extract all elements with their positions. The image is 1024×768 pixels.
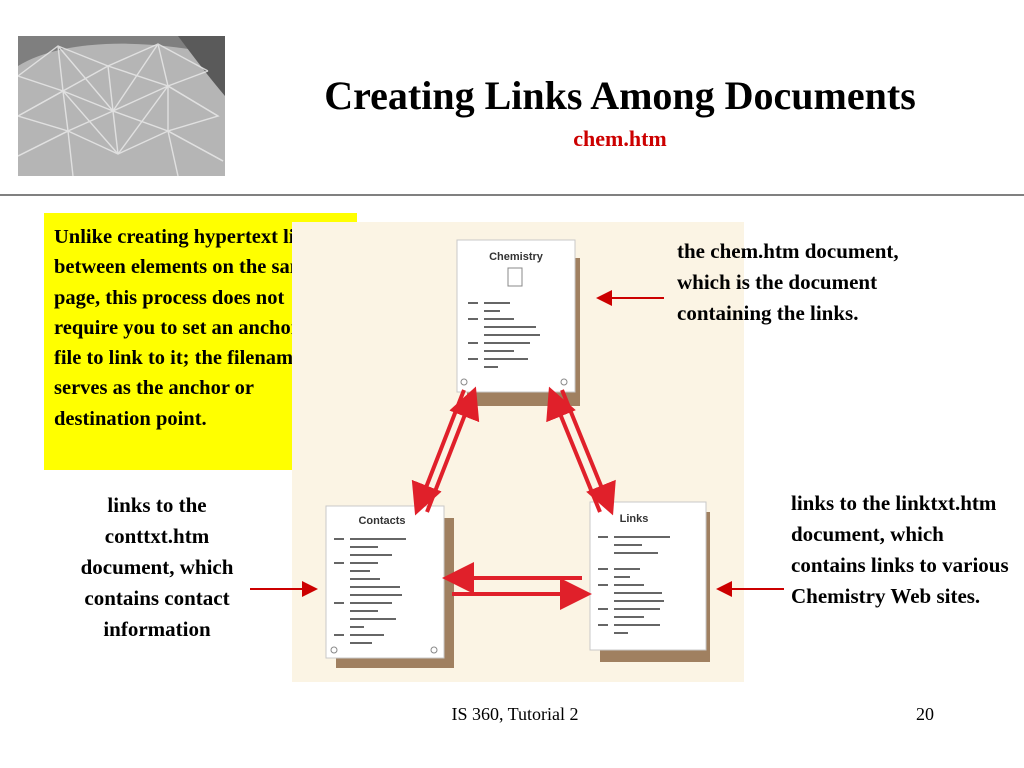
slide-title: Creating Links Among Documents [324, 73, 916, 118]
slide-subtitle: chem.htm [573, 126, 667, 151]
header-photo [18, 36, 225, 176]
link-arrows [411, 386, 616, 610]
chem-note: the chem.htm document, which is the docu… [677, 239, 899, 325]
links-doc-title: Links [620, 513, 649, 525]
geodesic-dome-image [18, 36, 225, 176]
contacts-doc-title: Contacts [358, 515, 405, 527]
page-number: 20 [916, 704, 934, 724]
link-diagram: Chemistry Contacts [292, 222, 744, 682]
contacts-note: links to the conttxt.htm document, which… [80, 493, 234, 641]
links-note: links to the linktxt.htm document, which… [791, 491, 1009, 608]
link-diagram-graphic: Chemistry Contacts [325, 239, 710, 668]
contacts-document: Contacts [325, 505, 454, 668]
chemistry-doc-title: Chemistry [489, 251, 544, 263]
header-divider [0, 194, 1024, 196]
footer-course: IS 360, Tutorial 2 [451, 704, 579, 724]
chemistry-document: Chemistry [456, 239, 580, 406]
links-document: Links [589, 501, 710, 662]
